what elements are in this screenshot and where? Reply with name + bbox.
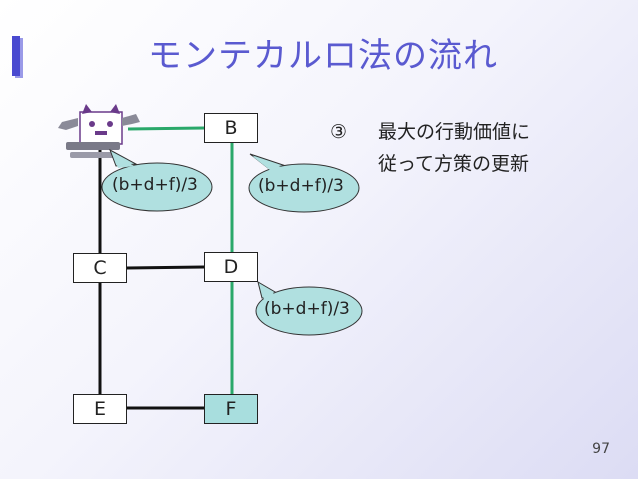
path-edge-a-b [127,126,205,131]
bubble-left [101,148,213,212]
bubble-right-lower-text: (b+d+f)/3 [264,299,350,319]
step-number: ③ [330,121,348,143]
bubble-left-text: (b+d+f)/3 [112,175,198,195]
step-line-2: 従って方策の更新 [378,153,530,175]
step-line-1: 最大の行動価値に [378,121,531,143]
title-accent-bar [12,36,20,76]
page-title: モンテカルロ法の流れ [148,36,498,76]
node-e: E [73,394,127,424]
edge-c-d [126,265,205,270]
node-f: F [204,394,258,424]
robot-agent-icon [58,104,140,158]
node-b: B [204,113,258,143]
node-c: C [73,253,127,283]
bubble-right-upper [248,153,360,213]
node-d: D [204,252,258,282]
bubble-right-lower [255,280,363,336]
bubble-right-upper-text: (b+d+f)/3 [258,176,344,196]
page-number: 97 [592,441,610,457]
